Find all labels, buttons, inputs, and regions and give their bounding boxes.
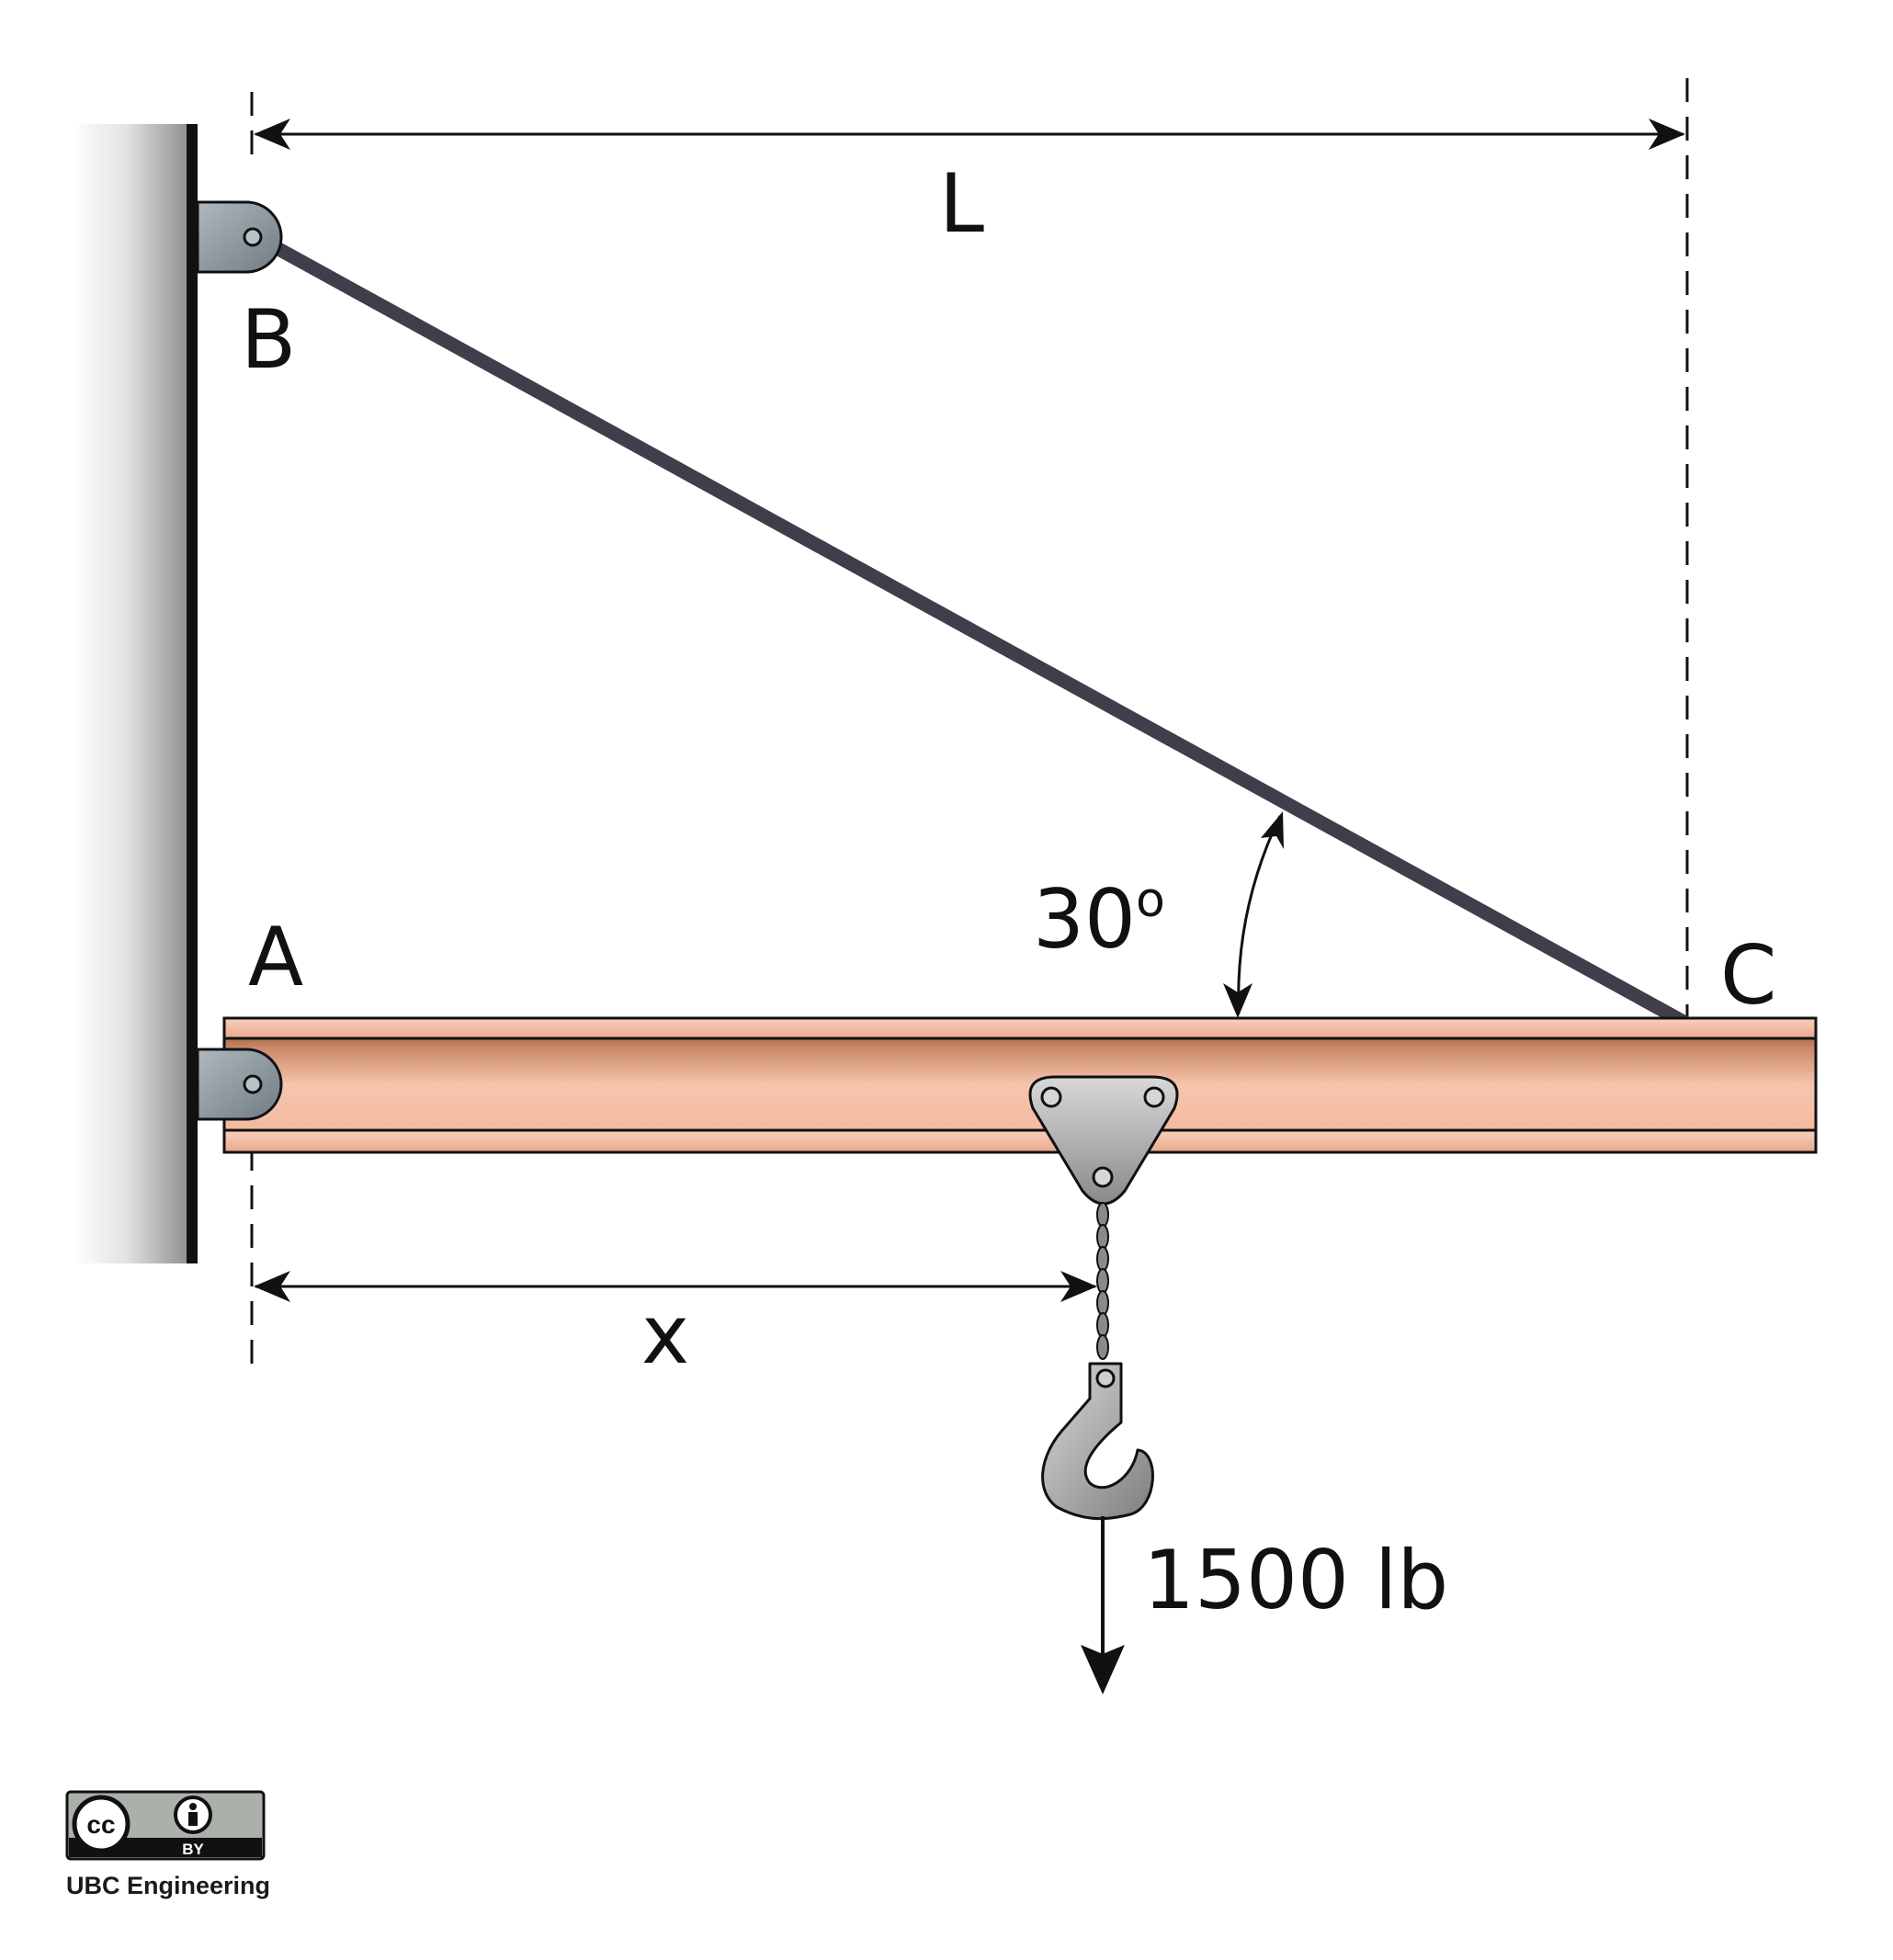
angle-value: 30 — [1033, 872, 1136, 967]
cc-icon — [72, 1795, 130, 1853]
chain — [1096, 1202, 1109, 1360]
label-point-a: A — [248, 910, 303, 1004]
reference-lines — [250, 78, 1689, 1378]
credit-text: UBC Engineering — [66, 1872, 270, 1899]
trolley — [1028, 1075, 1179, 1206]
pin-a — [243, 1074, 263, 1094]
label-position: x — [641, 1287, 689, 1382]
angle-indicator — [1223, 811, 1284, 1018]
hook — [1041, 1362, 1154, 1521]
cable-bc — [246, 228, 1691, 1029]
angle-unit: o — [1136, 873, 1165, 928]
label-load: 1500 lb — [1143, 1533, 1448, 1627]
wall — [74, 124, 198, 1263]
label-angle: 30o — [1033, 872, 1165, 967]
beam — [222, 1016, 1818, 1154]
bracket-b — [196, 200, 283, 274]
label-point-c: C — [1720, 928, 1776, 1023]
badge-by-label: BY — [182, 1841, 204, 1858]
load-arrow — [1081, 1516, 1125, 1694]
dimension-x — [254, 1271, 1097, 1302]
label-length: L — [939, 156, 984, 251]
cc-icon-label: cc — [86, 1810, 115, 1839]
dimension-l — [254, 119, 1685, 150]
pin-b — [243, 227, 263, 247]
license-badge: cc BY — [65, 1790, 266, 1861]
bracket-a — [196, 1048, 283, 1121]
label-point-b: B — [241, 292, 296, 387]
